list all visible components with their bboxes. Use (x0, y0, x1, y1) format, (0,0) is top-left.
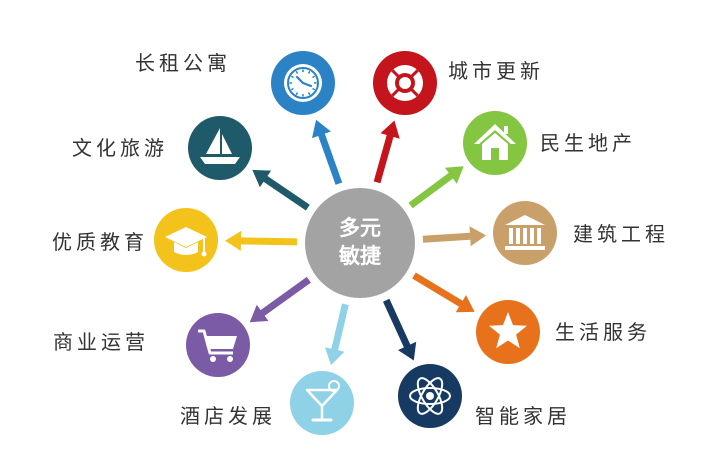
arrow-commercial-operation (249, 276, 311, 323)
node-construction-engineering (493, 201, 557, 265)
label-long-term-apartment: 长租公寓 (135, 51, 231, 75)
arrow-life-services (412, 272, 475, 313)
node-quality-education (154, 208, 218, 272)
graduation-cap-icon (165, 227, 207, 257)
atom-icon (409, 377, 451, 415)
node-circle-hotel-development (290, 371, 354, 435)
node-commercial-operation (186, 313, 250, 377)
arrow-hotel-development (325, 303, 349, 366)
label-quality-education: 优质教育 (52, 230, 148, 254)
node-smart-home (398, 364, 462, 428)
shopping-cart-icon (198, 329, 237, 362)
hub: 多元 敏捷 (305, 188, 415, 298)
clock-icon (284, 64, 322, 102)
arrow-long-term-apartment (312, 119, 343, 185)
hub-line-2: 敏捷 (338, 244, 381, 268)
label-life-services: 生活服务 (555, 320, 651, 344)
label-urban-renewal: 城市更新 (448, 59, 544, 83)
house-icon (474, 124, 516, 160)
label-residential-property: 民生地产 (540, 131, 636, 155)
arrow-smart-home (383, 298, 417, 361)
node-hotel-development (290, 371, 354, 435)
node-long-term-apartment (271, 51, 335, 115)
cocktail-icon (305, 380, 340, 422)
arrow-construction-engineering (422, 226, 487, 247)
arrow-quality-education (225, 230, 298, 251)
star-icon (489, 312, 527, 349)
label-commercial-operation: 商业运营 (53, 330, 149, 354)
node-cultural-tourism (188, 116, 252, 180)
arrow-urban-renewal (373, 120, 400, 184)
hub-line-1: 多元 (339, 216, 381, 240)
label-construction-engineering: 建筑工程 (573, 222, 669, 246)
nodes-group (154, 51, 557, 435)
hub-circle (305, 188, 415, 298)
sailboat-icon (200, 128, 240, 164)
label-smart-home: 智能家居 (475, 404, 571, 428)
label-cultural-tourism: 文化旅游 (72, 136, 168, 160)
node-urban-renewal (373, 51, 437, 115)
arrow-cultural-tourism (252, 169, 310, 211)
bank-building-icon (505, 215, 545, 250)
node-residential-property (463, 111, 527, 175)
lifebuoy-icon (387, 65, 423, 101)
arrow-residential-property (408, 166, 464, 209)
arrows-group (225, 119, 487, 366)
node-life-services (476, 300, 540, 364)
label-hotel-development: 酒店发展 (180, 404, 276, 428)
